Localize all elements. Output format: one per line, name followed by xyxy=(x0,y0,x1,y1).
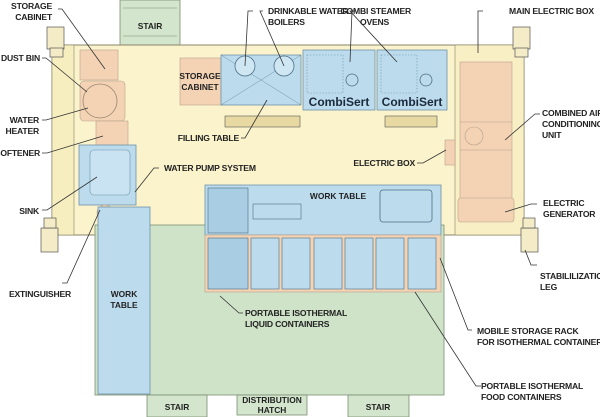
filling-table-grill-left xyxy=(224,115,301,128)
label-combined-air-conditioning-unit: CONDITIONING xyxy=(542,119,600,129)
label-combi-steamer-ovens: OVENS xyxy=(360,17,390,27)
storage-cabinet-label: CABINET xyxy=(181,82,219,92)
combined-air-conditioning-unit xyxy=(459,61,513,203)
label-liquid-containers: PORTABLE ISOTHERMAL xyxy=(245,308,347,318)
label-extinguisher: EXTINGUISHER xyxy=(9,289,72,299)
work-table-left xyxy=(97,206,151,395)
label-liquid-containers: LIQUID CONTAINERS xyxy=(245,319,330,329)
work-table-left-label: WORK xyxy=(111,289,138,299)
work-table-left-label: TABLE xyxy=(110,300,138,310)
label-electric-generator: ELECTRIC xyxy=(543,198,584,208)
label-combined-air-conditioning-unit: COMBINED AIR xyxy=(542,108,600,118)
label-water-heater: WATER xyxy=(10,115,40,125)
label-main-electric-box: MAIN ELECTRIC BOX xyxy=(509,6,594,16)
drinkable-water-boilers xyxy=(220,54,302,106)
storage-cabinet-label: STORAGE xyxy=(179,71,221,81)
storage-cabinet-center xyxy=(179,57,222,106)
label-mobile-storage-rack: MOBILE STORAGE RACK xyxy=(477,326,580,336)
oven-brand-label: CombiSert xyxy=(309,95,370,109)
label-drinkable-water-boilers: DRINKABLE WATER xyxy=(268,6,349,16)
work-table-tool xyxy=(252,203,302,220)
distribution-hatch: DISTRIBUTION HATCH xyxy=(236,394,308,416)
stair-bottom-right: STAIR xyxy=(347,394,410,417)
label-food-containers: PORTABLE ISOTHERMAL xyxy=(481,381,583,391)
liquid-containers-bottom xyxy=(207,237,249,290)
label-water-pump-system: WATER PUMP SYSTEM xyxy=(164,163,256,173)
callout-leaders xyxy=(42,8,540,387)
label-combined-air-conditioning-unit: UNIT xyxy=(542,130,562,140)
container-left-wall xyxy=(51,44,75,236)
label-electric-box: ELECTRIC BOX xyxy=(353,158,415,168)
label-drinkable-water-boilers: BOILERS xyxy=(268,17,305,27)
label-combi-steamer-ovens: COMBI STEAMER xyxy=(341,6,412,16)
electric-generator xyxy=(457,197,515,223)
liquid-containers-top xyxy=(207,187,249,234)
label-stabilization-leg: LEG xyxy=(540,282,558,292)
stair-bottom-right-label: STAIR xyxy=(366,402,391,412)
distribution-hatch-label: DISTRIBUTION xyxy=(242,395,302,405)
filling-table-grill-right xyxy=(384,115,438,128)
oven-brand-label: CombiSert xyxy=(382,95,443,109)
combi-steamer-oven-2: CombiSert xyxy=(376,49,448,111)
softener xyxy=(95,120,129,147)
work-table-basin xyxy=(379,189,433,223)
food-containers xyxy=(250,237,437,290)
stabilization-leg-icon xyxy=(40,26,539,253)
stair-bottom-left: STAIR xyxy=(146,394,208,417)
label-electric-generator: GENERATOR xyxy=(543,209,596,219)
stair-top-label: STAIR xyxy=(138,21,163,31)
label-mobile-storage-rack: FOR ISOTHERMAL CONTAINER xyxy=(477,337,600,347)
sink xyxy=(78,144,137,206)
label-stabilization-leg: STABILILIZATION xyxy=(540,271,600,281)
stair-bottom-left-label: STAIR xyxy=(165,402,190,412)
distribution-hatch-label: HATCH xyxy=(258,405,287,415)
electric-box xyxy=(444,139,456,166)
storage-cabinet-left xyxy=(79,49,119,81)
label-softener: SOFTENER xyxy=(0,148,41,158)
label-water-heater: HEATER xyxy=(6,126,40,136)
water-heater xyxy=(79,80,126,122)
stair-top: STAIR xyxy=(119,0,181,47)
label-storage-cabinet: CABINET xyxy=(15,12,53,22)
combi-steamer-oven-1: CombiSert xyxy=(302,49,376,111)
work-table-top-label: WORK TABLE xyxy=(310,191,367,201)
label-sink: SINK xyxy=(19,206,40,216)
label-storage-cabinet: STORAGE xyxy=(11,1,52,11)
label-food-containers: FOOD CONTAINERS xyxy=(481,392,562,402)
label-dust-bin: DUST BIN xyxy=(1,53,40,63)
label-filling-table: FILLING TABLE xyxy=(178,133,240,143)
callout-labels: STORAGE CABINET DUST BIN WATER HEATER SO… xyxy=(0,1,600,402)
